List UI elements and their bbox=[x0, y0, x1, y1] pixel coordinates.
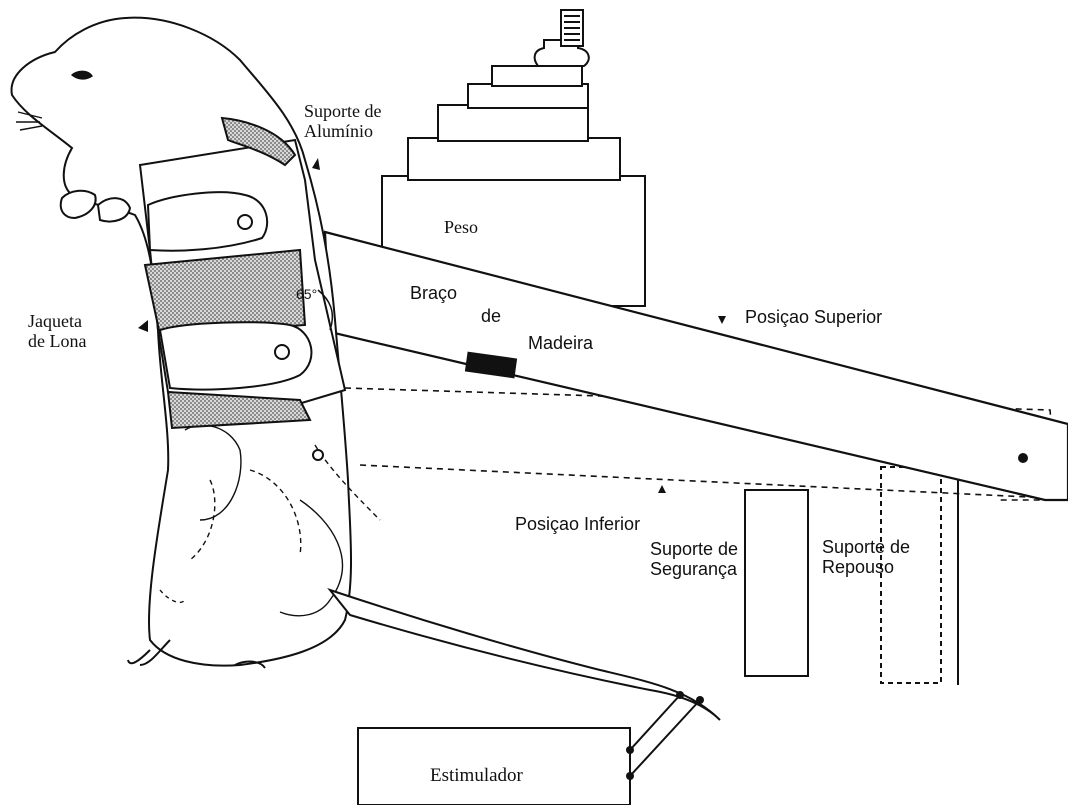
upper-position-label: Posiçao Superior bbox=[745, 308, 882, 328]
angle-label: 65° bbox=[296, 287, 317, 302]
safety-support-block bbox=[745, 490, 808, 676]
lower-position-label: Posiçao Inferior bbox=[515, 515, 640, 535]
stimulator-label: Estimulador bbox=[430, 766, 523, 787]
wooden-arm bbox=[325, 232, 1068, 500]
aluminum-support-label: Suporte de Alumínio bbox=[304, 102, 381, 142]
pivot-pin bbox=[1018, 453, 1028, 463]
weight-label: Peso bbox=[444, 218, 478, 238]
wooden-arm-label-3: Madeira bbox=[528, 334, 593, 354]
wooden-arm-label-2: de bbox=[481, 307, 501, 327]
rest-support-label: Suporte de Repouso bbox=[822, 538, 910, 578]
canvas-jacket-label: Jaqueta de Lona bbox=[28, 312, 86, 352]
rat-tail bbox=[330, 590, 720, 720]
stimulator-wires bbox=[630, 695, 700, 776]
wooden-arm-label-1: Braço bbox=[410, 284, 457, 304]
safety-support-label: Suporte de Segurança bbox=[650, 540, 738, 580]
